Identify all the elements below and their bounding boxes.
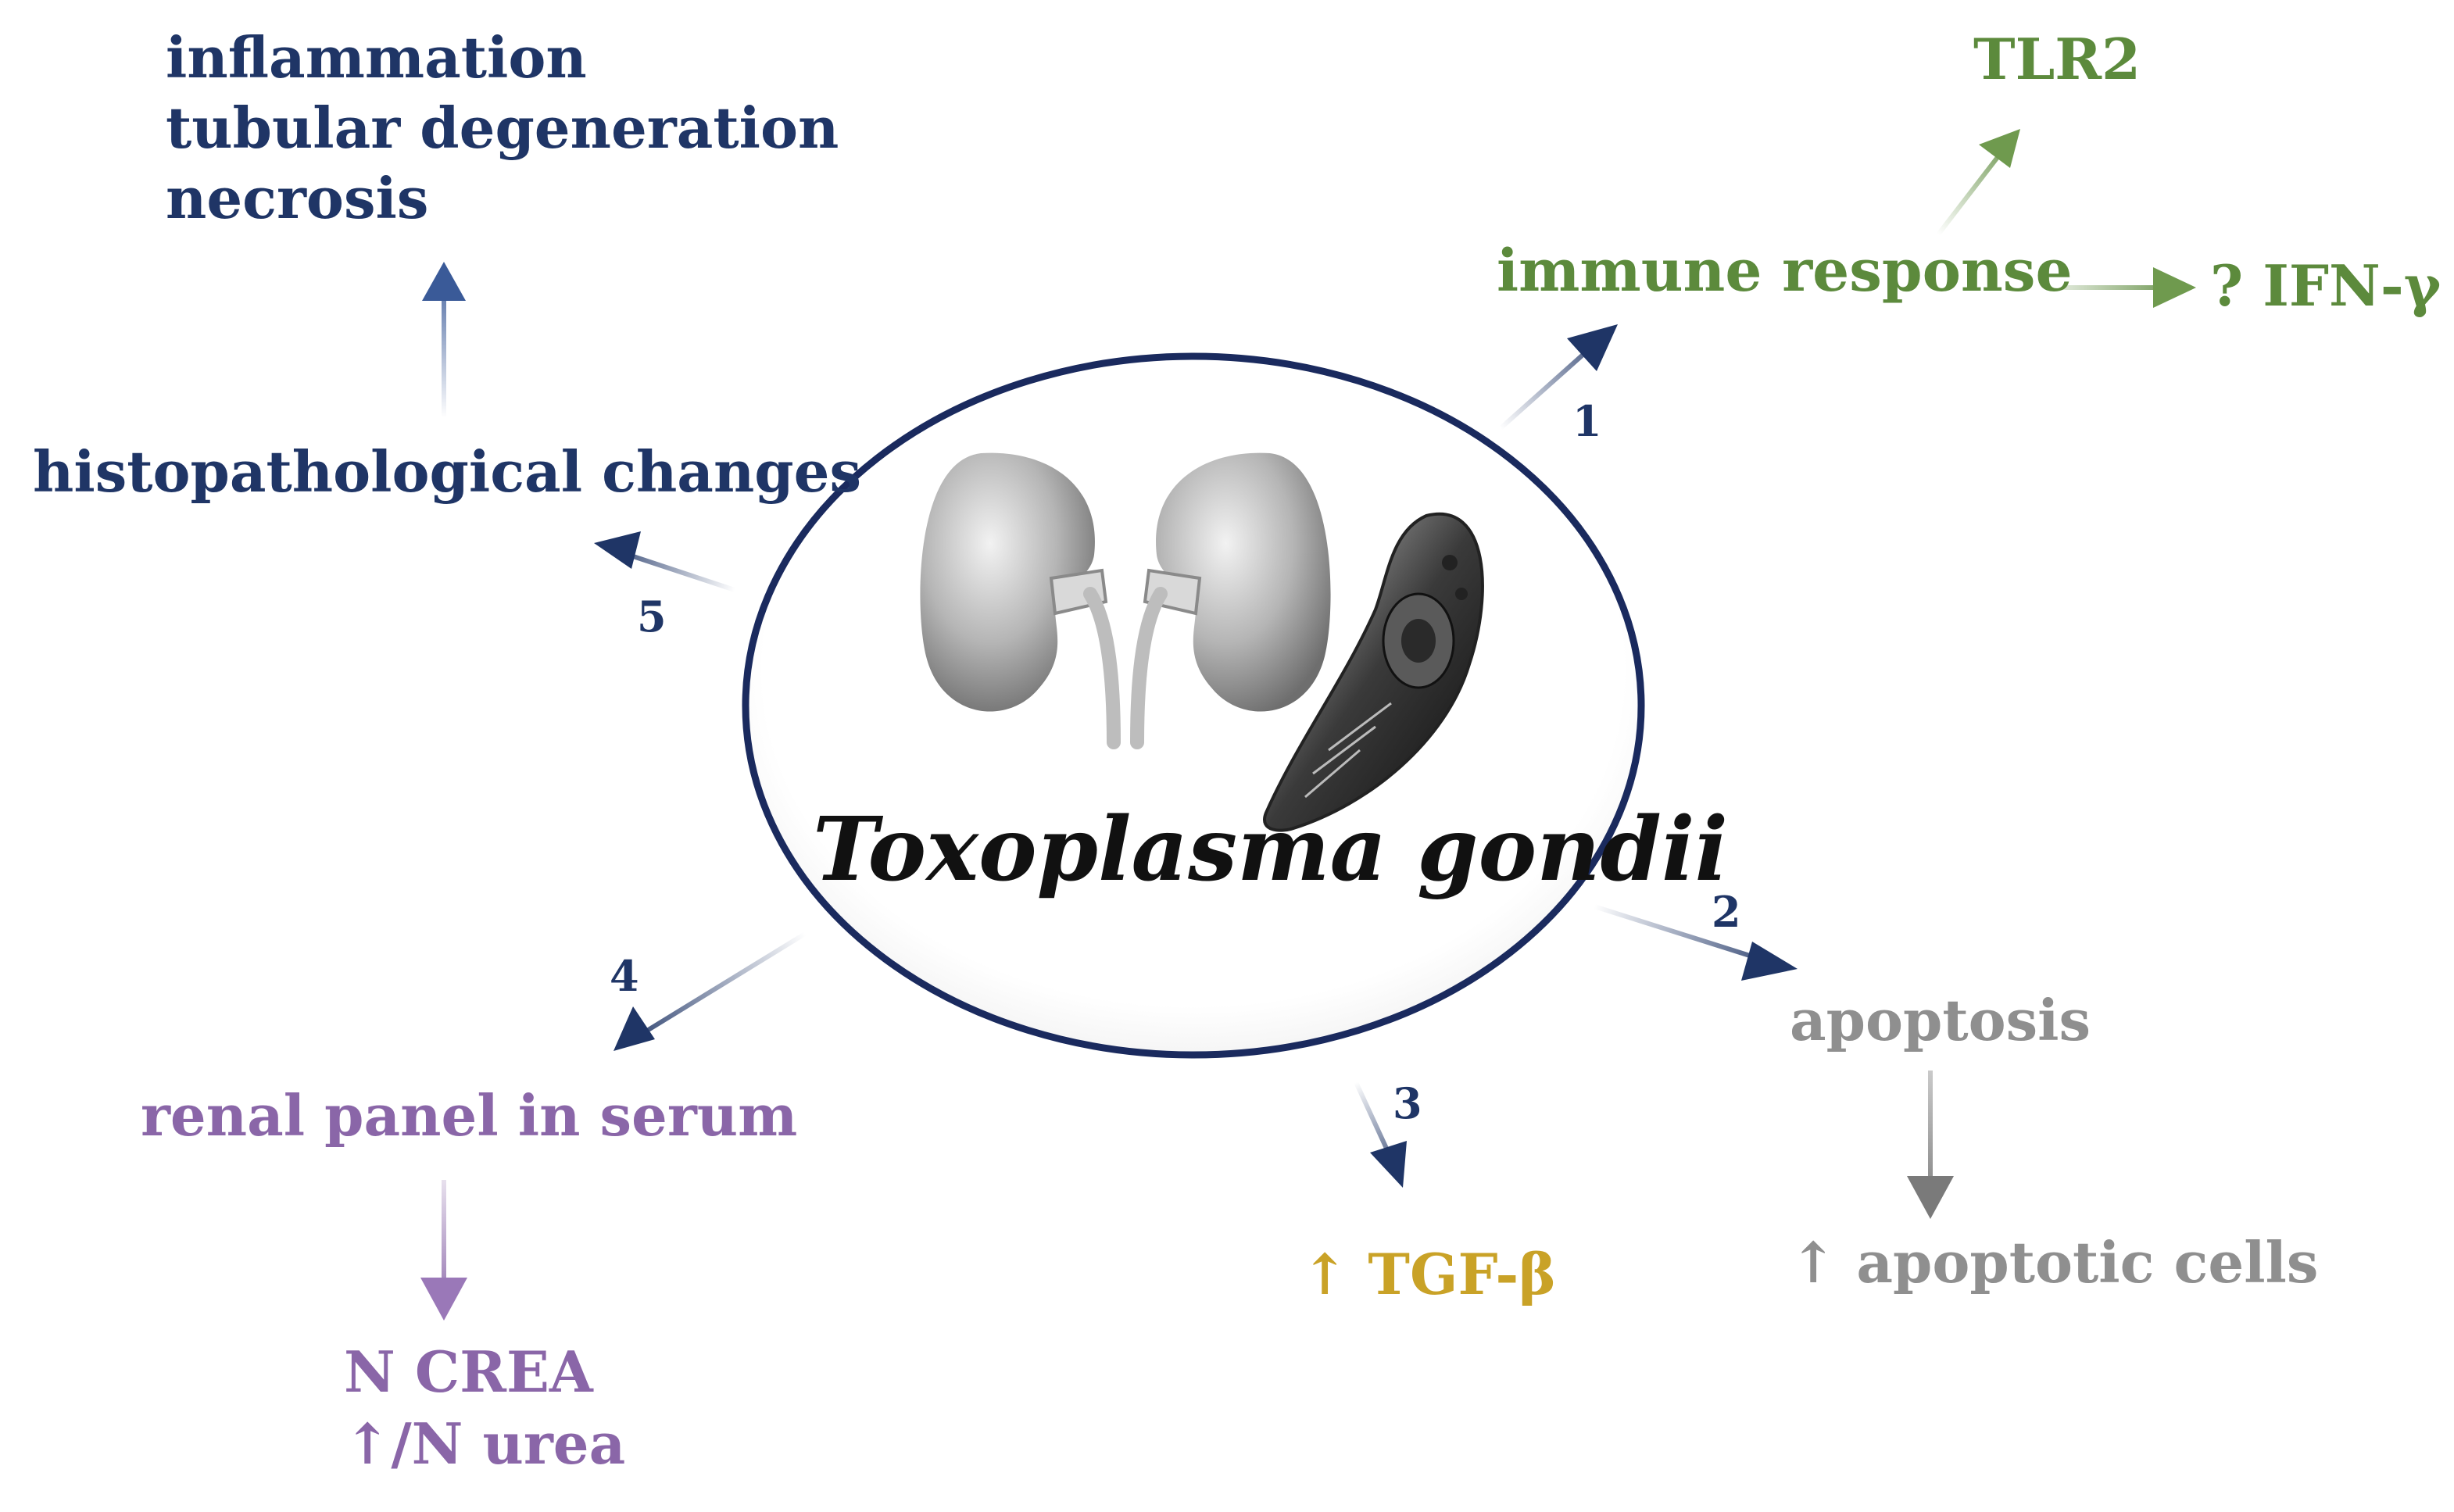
ifn-gamma-label: ? IFN-γ	[2210, 252, 2441, 319]
arrow-to-histopathology-results	[422, 262, 466, 418]
necrosis-label: necrosis	[166, 165, 429, 231]
arrow-to-tlr2	[1936, 129, 2020, 236]
kidney-icon	[1130, 452, 1331, 749]
arrow-5	[594, 531, 735, 592]
kidney-icon	[920, 452, 1121, 749]
branch-number-4: 4	[610, 951, 639, 1001]
branch-number-3: 3	[1393, 1078, 1422, 1128]
arrow-to-ifn	[2063, 267, 2196, 308]
center-ellipse	[742, 352, 1645, 1059]
branch-number-5: 5	[637, 592, 667, 642]
crea-result-label: N CREA	[344, 1339, 593, 1405]
apoptosis-label: apoptosis	[1790, 987, 2091, 1053]
arrow-2	[1594, 904, 1798, 981]
branch-number-1: 1	[1572, 396, 1602, 446]
inflammation-label: inflammation	[166, 24, 587, 91]
urea-result-label: ↑/N urea	[344, 1410, 626, 1477]
arrow-4	[614, 931, 807, 1051]
apoptotic-cells-label: ↑ apoptotic cells	[1790, 1229, 2319, 1296]
renal-panel-label: renal panel in serum	[141, 1082, 798, 1149]
histopathology-label: histopathological changes	[33, 438, 861, 505]
arrow-3	[1354, 1081, 1407, 1188]
toxoplasma-parasite-icon	[1263, 512, 1484, 832]
tlr2-label: TLR2	[1973, 26, 2141, 92]
arrow-1	[1499, 324, 1618, 431]
tubular-degeneration-label: tubular degeneration	[166, 95, 839, 161]
center-title: Toxoplasma gondii	[813, 799, 1729, 901]
tgf-beta-label: ↑ TGF-β	[1301, 1241, 1557, 1307]
immune-response-label: immune response	[1497, 238, 2073, 305]
branch-number-2: 2	[1712, 887, 1741, 937]
arrow-to-renal-results	[420, 1180, 467, 1321]
arrow-to-apoptotic-cells	[1907, 1071, 1954, 1219]
